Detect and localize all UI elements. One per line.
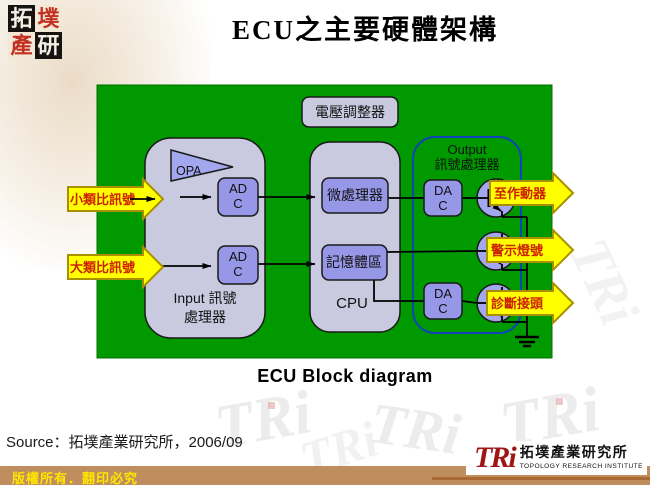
- output-arrow-label: 診斷接頭: [491, 296, 544, 311]
- tri-footer-logo: TRi 拓墣產業研究所 TOPOLOGY RESEARCH INSTITUTE: [466, 441, 647, 475]
- output-processor-label: Output: [447, 142, 486, 157]
- output-arrow-actuator: 至作動器: [489, 170, 575, 216]
- dac-label: C: [438, 198, 447, 213]
- adc-label: C: [233, 196, 242, 211]
- cpu-label: CPU: [336, 295, 368, 312]
- ground-symbol: [515, 335, 539, 348]
- input-arrow-label: 大類比訊號: [70, 260, 135, 275]
- dac-chip-1: DA C: [423, 179, 463, 217]
- tri-logo-underline: [432, 477, 650, 480]
- watermark-dot: [556, 398, 563, 405]
- tri-logotype: TRi: [474, 441, 517, 474]
- output-arrow-diagnostic-connector: 診斷接頭: [486, 280, 575, 326]
- opa-label: OPA: [176, 164, 202, 178]
- dac-label: C: [438, 301, 447, 316]
- adc-label: C: [233, 264, 242, 279]
- seal-char: 研: [35, 32, 62, 59]
- watermark-dot: [268, 402, 275, 409]
- output-processor-container: [412, 136, 522, 334]
- adc-chip-1: AD C: [217, 177, 259, 217]
- output-arrow-label: 至作動器: [494, 186, 547, 201]
- corner-seal-logo: 拓 墣 產 研: [8, 5, 62, 59]
- adc-label: AD: [229, 249, 247, 264]
- diagram-caption: ECU Block diagram: [257, 366, 433, 386]
- opa-amplifier: OPA: [170, 149, 234, 182]
- input-processor-label: 處理器: [184, 309, 226, 325]
- input-arrow-large-analog: 大類比訊號: [67, 244, 165, 290]
- microprocessor-label: 微處理器: [327, 187, 383, 203]
- memory-label: 記憶體區: [326, 254, 382, 270]
- output-arrow-label: 警示燈號: [491, 243, 543, 258]
- adc-chip-2: AD C: [217, 245, 259, 285]
- dac-label: DA: [434, 286, 452, 301]
- seal-char: 產: [10, 32, 33, 58]
- seal-char: 拓: [8, 5, 35, 32]
- copyright-text: 版權所有．翻印必究: [12, 471, 139, 485]
- dac-label: DA: [434, 183, 452, 198]
- input-arrow-small-analog: 小類比訊號: [67, 176, 165, 222]
- tri-name-zh: 拓墣產業研究所: [519, 446, 629, 461]
- microprocessor-chip: 微處理器: [321, 177, 389, 214]
- memory-chip: 記憶體區: [321, 244, 388, 281]
- voltage-regulator-label: 電壓調整器: [315, 104, 385, 120]
- output-arrow-warning-light: 警示燈號: [486, 227, 575, 273]
- tri-name-en: TOPOLOGY RESEARCH INSTITUTE: [519, 463, 643, 470]
- dac-chip-2: DA C: [423, 282, 463, 320]
- voltage-regulator-box: [301, 96, 399, 128]
- seal-char: 墣: [37, 5, 60, 31]
- adc-label: AD: [229, 181, 247, 196]
- page-title: ECU之主要硬體架構: [231, 15, 498, 45]
- source-line: Source：拓墣產業研究所，2006/09: [6, 434, 243, 451]
- input-processor-label: Input 訊號: [173, 290, 236, 306]
- output-processor-label: 訊號處理器: [434, 157, 499, 172]
- input-arrow-label: 小類比訊號: [70, 192, 135, 207]
